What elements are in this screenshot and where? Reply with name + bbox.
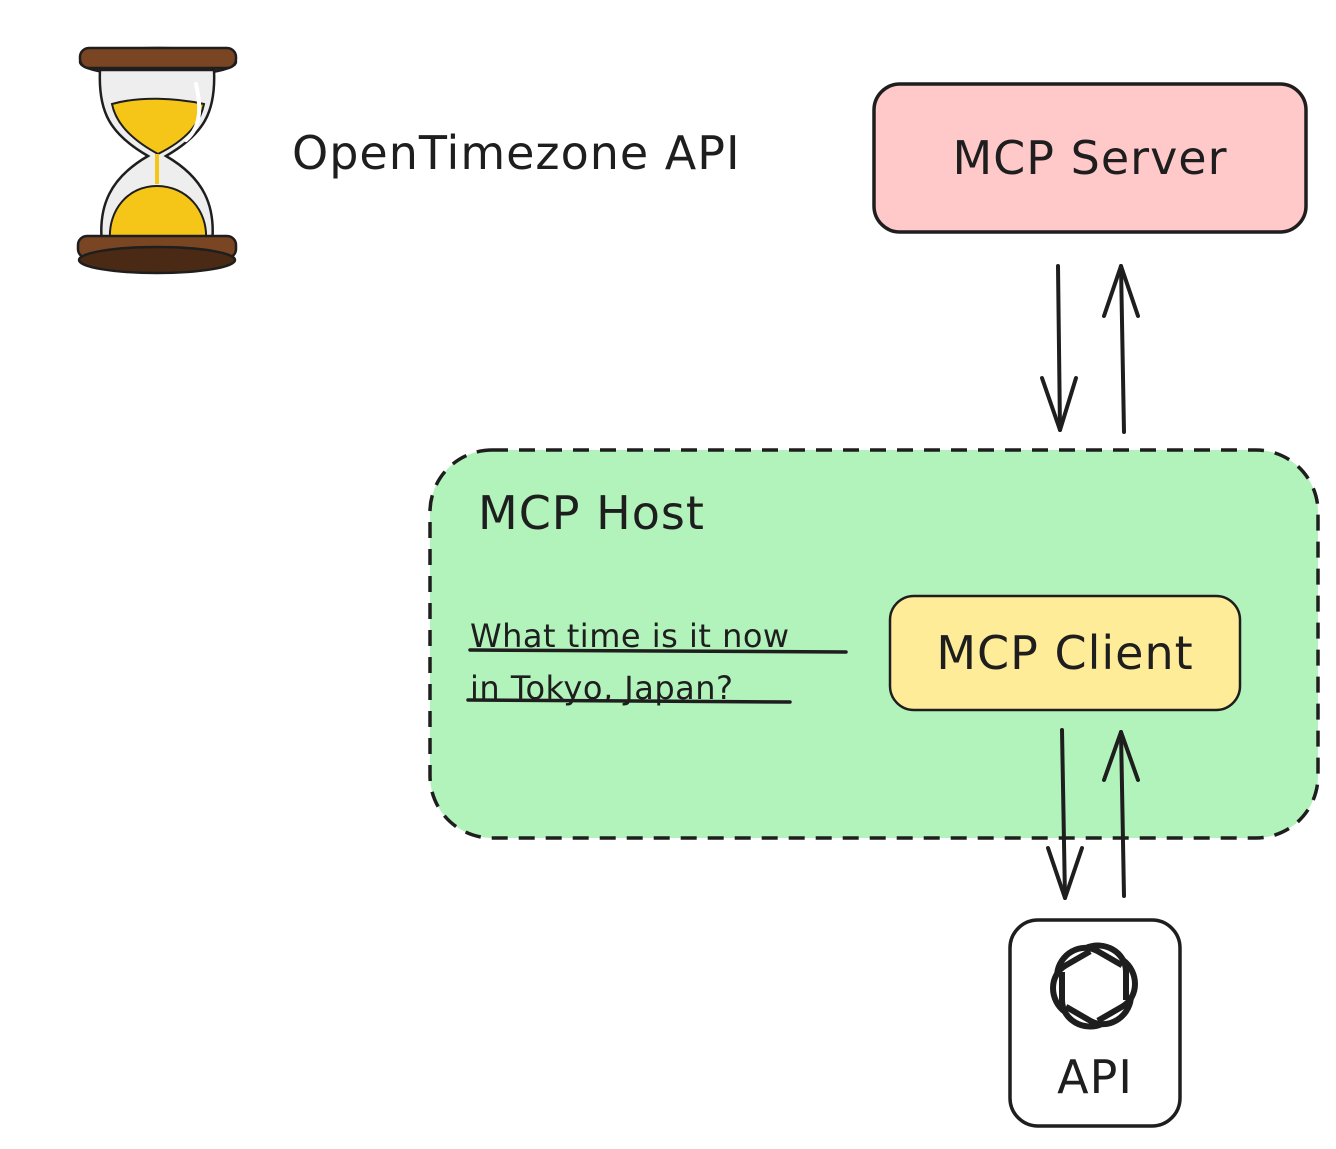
external-api-title: OpenTimezone API	[292, 126, 741, 180]
hourglass-icon	[76, 46, 238, 275]
mcp-server-box	[872, 82, 1308, 234]
arrow-host-to-server-down	[1040, 264, 1078, 432]
arrow-host-to-server-up	[1102, 264, 1140, 434]
openai-logo-icon	[1050, 942, 1138, 1030]
mcp-server-label: MCP Server	[952, 131, 1228, 185]
user-question-line-1: What time is it now	[470, 617, 790, 655]
llm-api-label: API	[1057, 1050, 1133, 1104]
mcp-client-label: MCP Client	[936, 626, 1194, 680]
mcp-client-box	[888, 594, 1242, 712]
question-underline-1	[468, 648, 848, 654]
mcp-host-container	[428, 448, 1320, 840]
arrow-client-to-api-down	[1046, 728, 1084, 900]
mcp-host-title: MCP Host	[478, 486, 705, 540]
arrow-client-to-api-up	[1102, 730, 1140, 898]
user-question: What time is it now in Tokyo, Japan?	[470, 610, 860, 714]
user-question-line-2: in Tokyo, Japan?	[470, 669, 734, 707]
question-underline-2	[466, 698, 792, 704]
